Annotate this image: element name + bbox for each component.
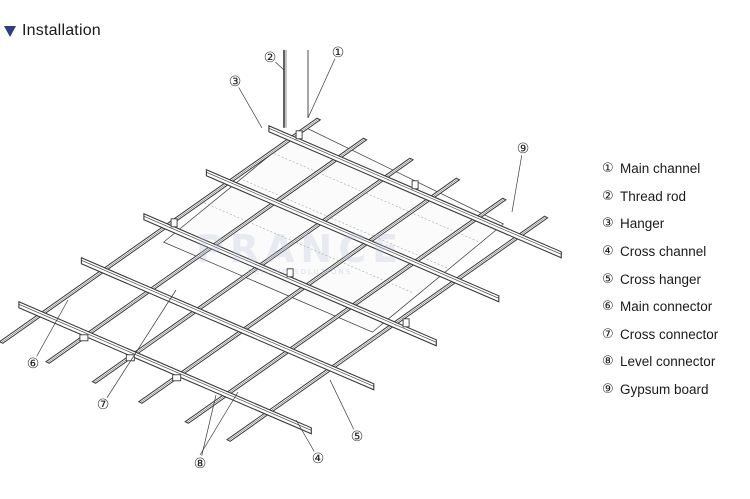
callout-bg [330, 44, 346, 60]
callout-bg [95, 396, 111, 412]
hanger [170, 218, 178, 228]
callout-number: ④ [312, 451, 325, 467]
board-joint-line [204, 202, 414, 294]
callout-leader [199, 391, 239, 456]
main-channel [18, 300, 312, 435]
callout-number: ⑦ [97, 397, 110, 413]
cross-channel-edge [140, 178, 459, 403]
cross-channel-edge [228, 216, 547, 441]
callout-bg [25, 355, 41, 371]
hanger [286, 268, 294, 278]
callout-leader [199, 394, 217, 464]
level-connector [125, 354, 135, 362]
watermark-subtext: CEILING SOLUTIONS [248, 268, 352, 276]
main-channel-lip [18, 304, 312, 431]
callout-bg [192, 455, 208, 471]
callouts: ① ② ③ ④ ⑤ ⑥ ⑦ ⑧ ⑨ [25, 44, 531, 472]
callout-leader [511, 147, 524, 213]
main-channel [143, 212, 437, 347]
section-header: Installation [4, 22, 101, 40]
cross-channels [0, 117, 549, 442]
ceiling-installation-diagram: PRANCE CEILING SOLUTIONS ① ② ③ ④ ⑤ ⑥ ⑦ ⑧ ⑨ [0, 40, 590, 494]
main-channel-lip [268, 128, 562, 255]
cross-channel-edge [186, 198, 505, 423]
main-channel-lip [143, 216, 437, 343]
callout-bg [349, 428, 365, 444]
callout-number: ② [264, 50, 277, 66]
callout-leader [102, 289, 177, 405]
callout-bg [515, 140, 531, 156]
callout-number: ⑤ [351, 429, 364, 445]
callout-number: ③ [229, 74, 242, 90]
watermark: PRANCE CEILING SOLUTIONS [196, 227, 404, 276]
callout-leader [32, 299, 69, 364]
callout-leader [307, 51, 339, 119]
main-channel-lip [81, 260, 374, 387]
callout-bg [262, 49, 278, 65]
triangle-down-icon [4, 26, 16, 37]
main-channel [268, 124, 562, 259]
main-channels [18, 124, 562, 435]
callout-leader [329, 379, 358, 437]
hardware-parts [79, 50, 419, 382]
callout-number: ⑧ [194, 456, 207, 472]
main-channel-lip [206, 172, 499, 299]
hanger [295, 130, 303, 140]
level-connector [79, 334, 89, 342]
main-channel [80, 256, 375, 391]
main-channel [205, 168, 500, 303]
level-connector [172, 374, 182, 382]
callout-number: ⑥ [27, 356, 40, 372]
board-joint-line [274, 153, 484, 244]
callout-number: ① [332, 45, 345, 61]
section-title: Installation [22, 22, 101, 39]
hanger [402, 318, 410, 328]
cross-channel-edge [93, 158, 412, 383]
callout-bg [227, 73, 243, 89]
watermark-text: PRANCE [196, 227, 404, 271]
cross-channel-edge [47, 138, 366, 363]
callout-number: ⑨ [517, 141, 530, 157]
cross-channel-edge [1, 118, 319, 343]
hanger [411, 180, 419, 190]
callout-leader [234, 80, 263, 129]
callout-bg [310, 450, 326, 466]
board-joint-line [239, 178, 449, 269]
